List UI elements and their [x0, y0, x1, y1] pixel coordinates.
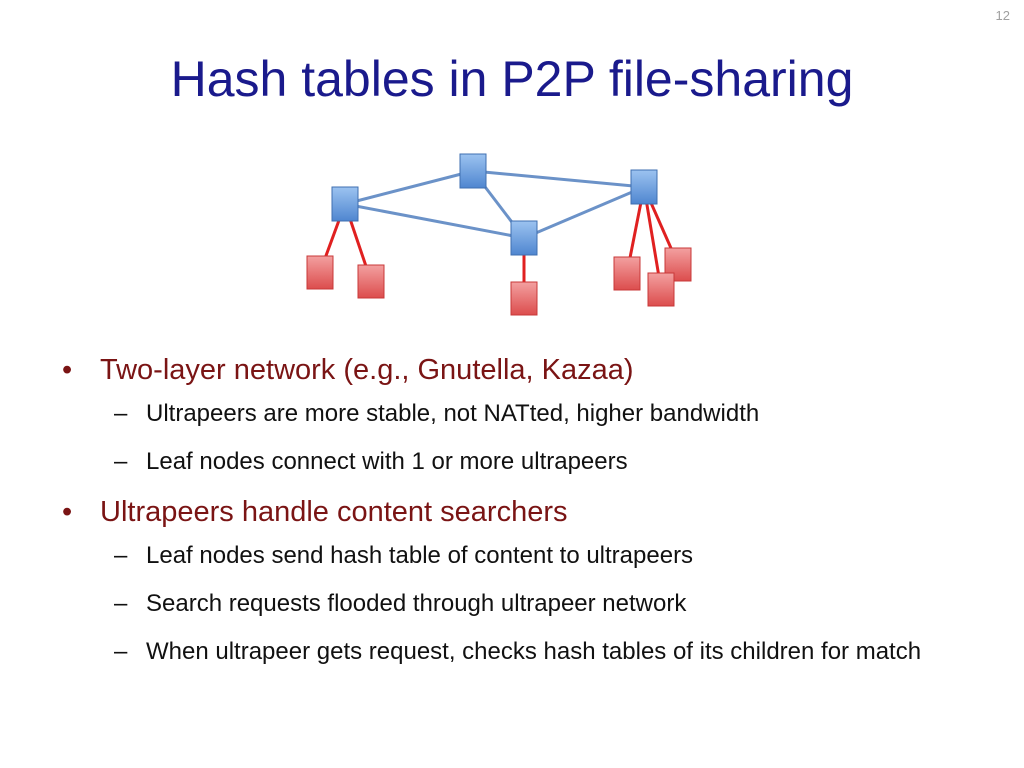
ultrapeer-node — [510, 220, 538, 256]
sub-bullet-item: – Leaf nodes connect with 1 or more ultr… — [62, 446, 982, 478]
sub-bullet-dash: – — [114, 400, 128, 427]
sub-bullet-text: Search requests flooded through ultrapee… — [146, 590, 687, 617]
sub-bullet-item: – Ultrapeers are more stable, not NATted… — [62, 398, 982, 430]
leaf-node — [306, 255, 334, 290]
leaf-node — [647, 272, 675, 307]
slide-title: Hash tables in P2P file-sharing — [170, 51, 854, 107]
sub-bullet-item: – Search requests flooded through ultrap… — [62, 588, 982, 620]
sub-bullet-dash: – — [114, 542, 128, 569]
leaf-node — [613, 256, 641, 291]
ultrapeer-link — [344, 169, 474, 206]
slide-number: 12 — [995, 8, 1010, 23]
bullet-dot: • — [62, 496, 73, 528]
bullet-text: Two-layer network (e.g., Gnutella, Kazaa… — [100, 354, 634, 386]
ultrapeer-node — [331, 186, 359, 222]
bullet-dot: • — [62, 354, 73, 386]
sub-bullet-text: Leaf nodes send hash table of content to… — [146, 542, 694, 569]
network-diagram — [306, 153, 692, 316]
sub-bullet-text: When ultrapeer gets request, checks hash… — [146, 638, 922, 665]
ultrapeer-link — [523, 185, 645, 240]
ultrapeer-link — [472, 169, 645, 189]
ultrapeer-node — [630, 169, 658, 205]
ultrapeer-link — [344, 202, 525, 240]
ultrapeer-node — [459, 153, 487, 189]
bullet-text: Ultrapeers handle content searchers — [100, 496, 568, 528]
bullet-item: • Ultrapeers handle content searchers — [62, 494, 982, 530]
bullet-group: • Two-layer network (e.g., Gnutella, Kaz… — [62, 352, 982, 478]
bullet-group: • Ultrapeers handle content searchers – … — [62, 494, 982, 668]
sub-bullet-dash: – — [114, 590, 128, 617]
bullet-list: • Two-layer network (e.g., Gnutella, Kaz… — [62, 352, 982, 684]
sub-bullet-text: Leaf nodes connect with 1 or more ultrap… — [146, 448, 628, 475]
leaf-node — [357, 264, 385, 299]
sub-bullet-dash: – — [114, 638, 128, 665]
sub-bullet-dash: – — [114, 448, 128, 475]
bullet-item: • Two-layer network (e.g., Gnutella, Kaz… — [62, 352, 982, 388]
sub-bullet-item: – When ultrapeer gets request, checks ha… — [62, 636, 982, 668]
sub-bullet-item: – Leaf nodes send hash table of content … — [62, 540, 982, 572]
leaf-node — [510, 281, 538, 316]
sub-bullet-text: Ultrapeers are more stable, not NATted, … — [146, 400, 760, 427]
